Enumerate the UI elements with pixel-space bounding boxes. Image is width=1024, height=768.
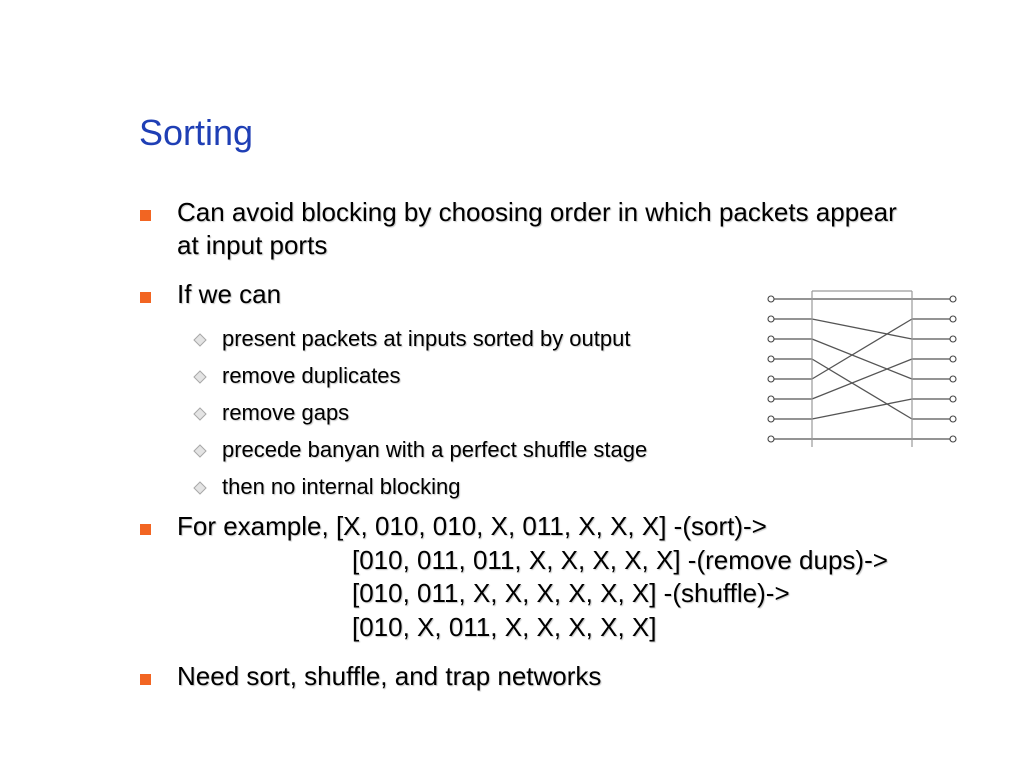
bullet-3-line-3: [010, 011, X, X, X, X, X, X] -(shuffle)-… [352,578,790,608]
diamond-bullet-icon [193,481,207,495]
slide-title: Sorting [139,112,254,153]
sub-bullet-5: then no internal blocking [222,474,461,499]
square-bullet-icon [140,290,151,303]
square-bullet-icon [140,208,151,221]
sub-bullet-4: precede banyan with a perfect shuffle st… [222,437,648,462]
diamond-bullet-icon [193,370,207,384]
bullet-3-line-2: [010, 011, 011, X, X, X, X, X] -(remove … [352,545,888,575]
bullet-3-line-4: [010, X, 011, X, X, X, X, X] [352,612,657,642]
bullet-2-text: If we can [177,279,282,309]
diamond-bullet-icon [193,444,207,458]
bullet-4-text: Need sort, shuffle, and trap networks [177,661,602,691]
square-bullet-icon [140,522,151,535]
bullet-3-line-1: For example, [X, 010, 010, X, 011, X, X,… [177,511,767,541]
diamond-bullet-icon [193,333,207,347]
sub-bullet-3: remove gaps [222,400,350,425]
bullet-1-line-2: at input ports [177,230,328,260]
sub-bullet-1: present packets at inputs sorted by outp… [222,326,631,351]
square-bullet-icon [140,672,151,685]
shuffle-network-diagram [767,290,957,447]
sub-bullet-2: remove duplicates [222,363,401,388]
diamond-bullet-icon [193,407,207,421]
bullet-1-line-1: Can avoid blocking by choosing order in … [177,197,897,227]
